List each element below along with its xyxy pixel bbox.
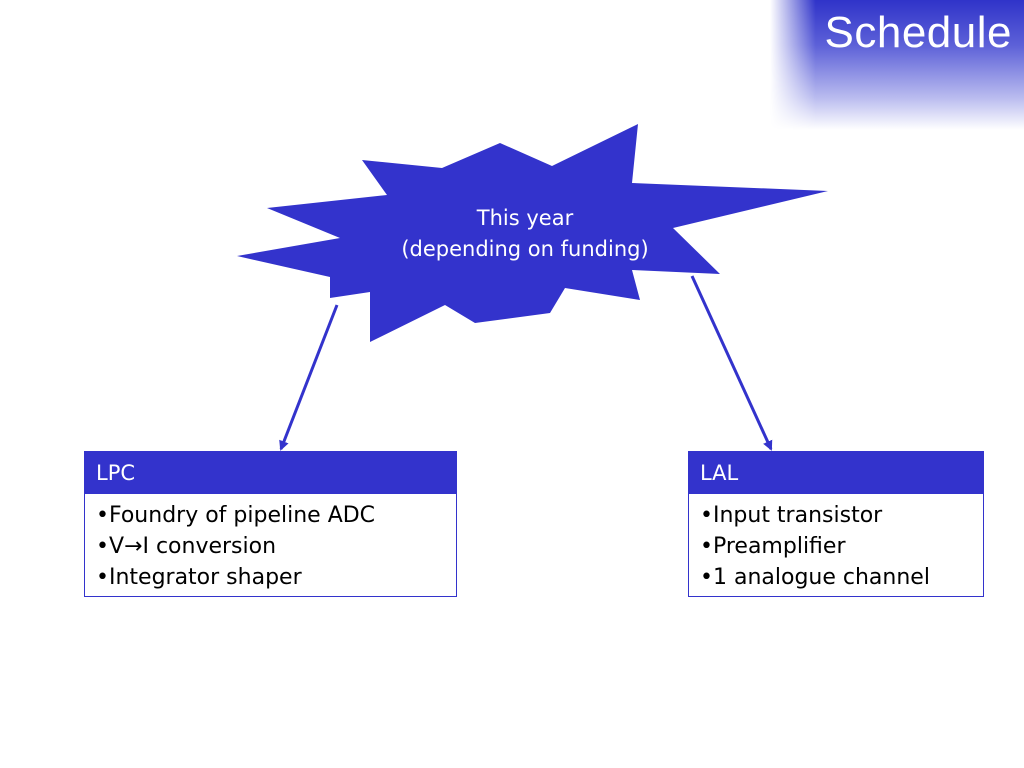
list-item: •V→I conversion bbox=[96, 531, 456, 562]
lpc-box: LPC •Foundry of pipeline ADC •V→I conver… bbox=[84, 451, 457, 597]
list-item: •1 analogue channel bbox=[700, 565, 930, 590]
burst-shape bbox=[237, 124, 828, 342]
title-band bbox=[770, 0, 1024, 130]
list-item: •Integrator shaper bbox=[96, 565, 302, 590]
burst-line-2: (depending on funding) bbox=[401, 237, 649, 261]
arrow-to-lal bbox=[690, 275, 773, 451]
list-item: •Foundry of pipeline ADC bbox=[96, 503, 376, 528]
list-item: •Input transistor bbox=[700, 503, 883, 528]
list-item: •Preamplifier bbox=[700, 534, 846, 559]
list-item-suffix: I conversion bbox=[142, 534, 277, 559]
lal-box-header: LAL bbox=[689, 452, 983, 494]
lal-box: LAL •Input transistor •Preamplifier •1 a… bbox=[688, 451, 984, 597]
burst-label: This year (depending on funding) bbox=[330, 203, 720, 265]
right-arrow-icon: → bbox=[124, 534, 143, 559]
lal-box-body: •Input transistor •Preamplifier •1 analo… bbox=[689, 494, 983, 593]
arrow-to-lpc bbox=[279, 304, 339, 451]
lpc-box-body: •Foundry of pipeline ADC •V→I conversion… bbox=[85, 494, 456, 593]
lpc-box-header: LPC bbox=[85, 452, 456, 494]
list-item-prefix: •V bbox=[96, 534, 125, 559]
slide-title: Schedule bbox=[824, 8, 1012, 57]
burst-line-1: This year bbox=[476, 206, 574, 230]
